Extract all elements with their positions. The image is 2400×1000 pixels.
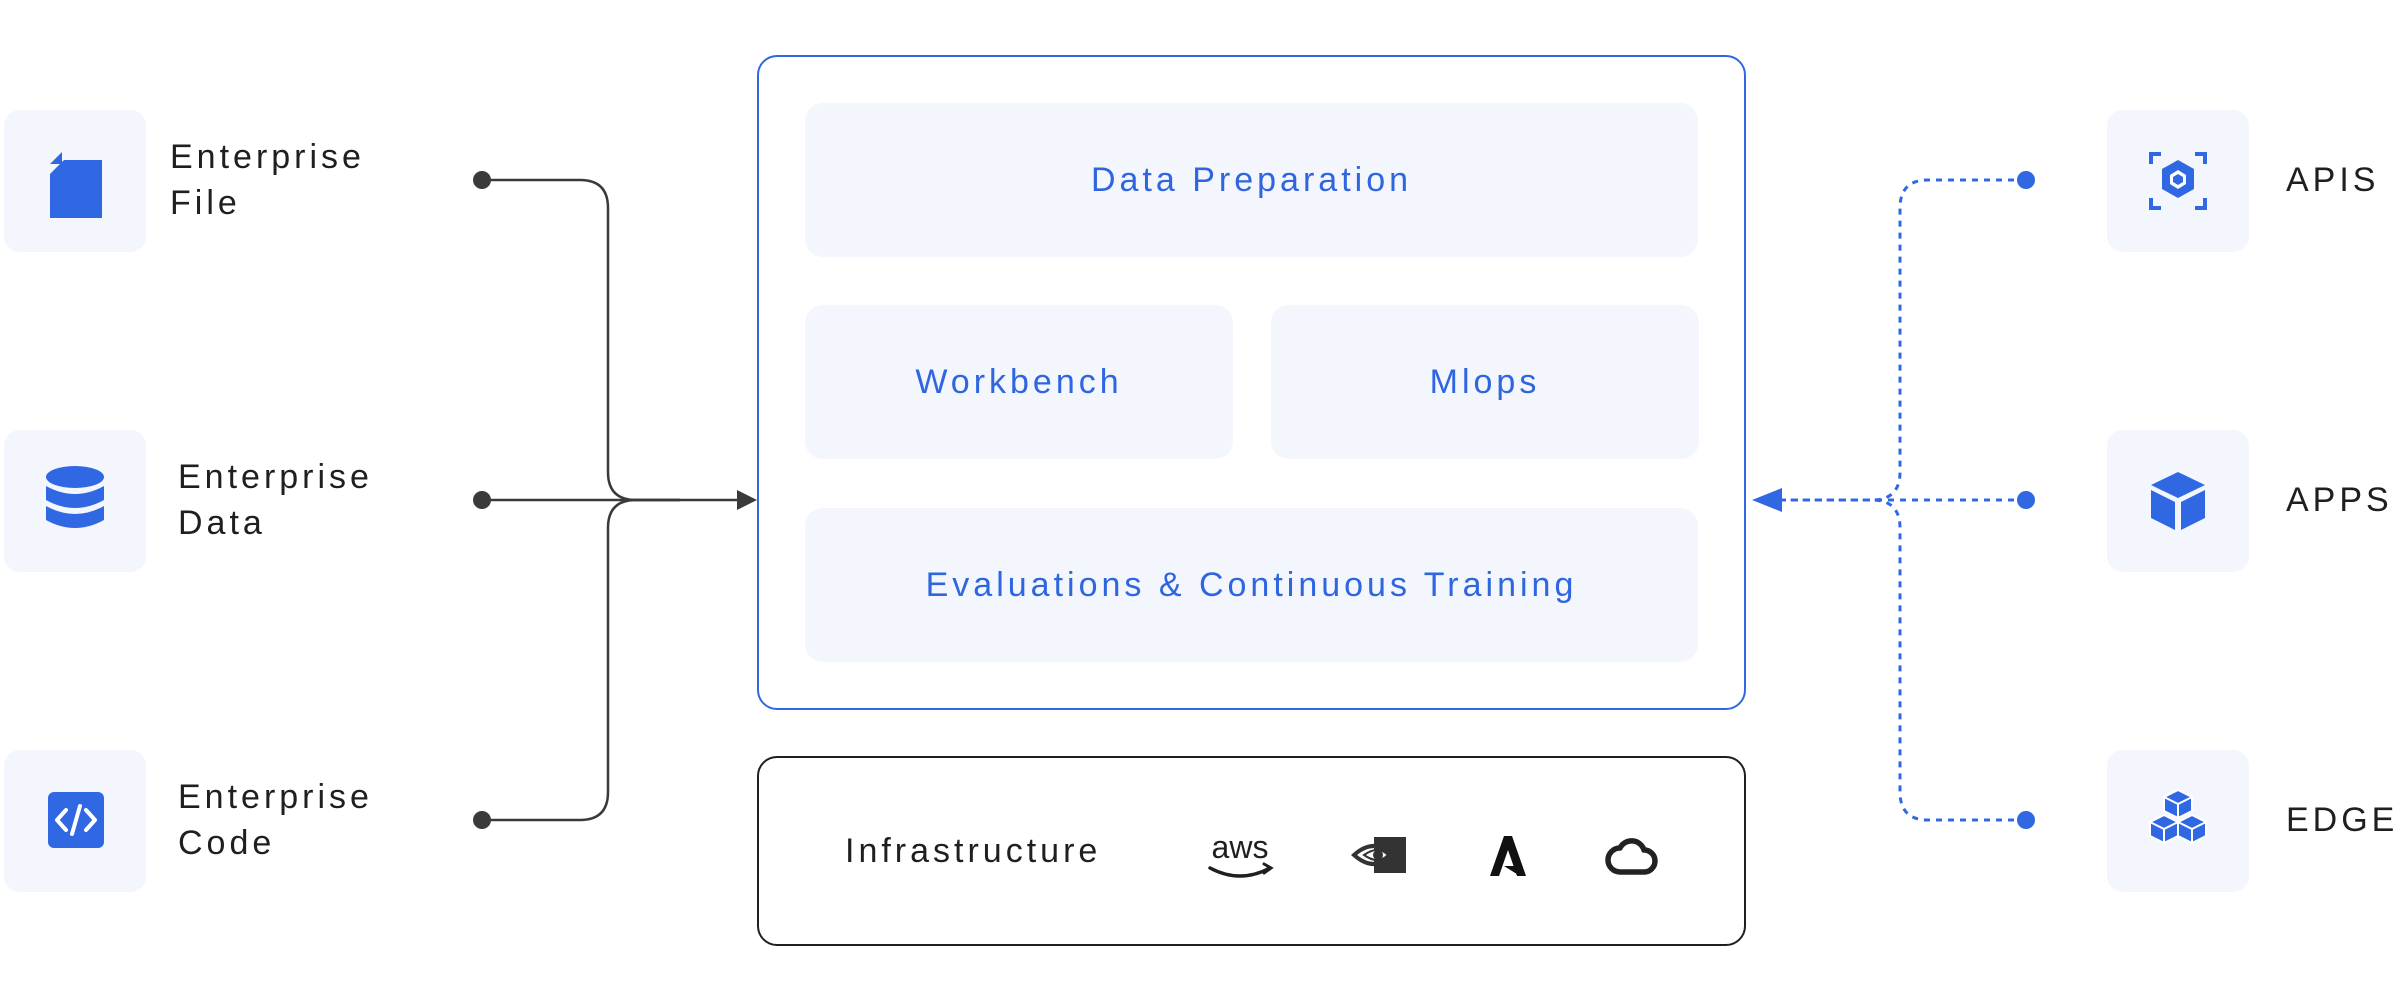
- output-connectors: [1780, 178, 2026, 822]
- connector-code: [482, 498, 680, 822]
- nvidia-logo-icon: [1351, 837, 1406, 873]
- data-preparation-label: Data Preparation: [1090, 160, 1413, 199]
- google-cloud-logo-icon: [1605, 838, 1658, 875]
- mlops-label: Mlops: [1429, 362, 1541, 401]
- apis-tile: [2107, 110, 2249, 252]
- connector-dot-edge: [2017, 811, 2035, 829]
- evaluations-label: Evaluations & Continuous Training: [925, 565, 1578, 604]
- infrastructure-panel: [757, 756, 1746, 946]
- connector-file: [482, 178, 680, 502]
- input-connectors: [482, 178, 738, 822]
- apps-tile: [2107, 430, 2249, 572]
- aws-logo-text: aws: [1212, 829, 1269, 865]
- connector-dot-file: [473, 171, 491, 189]
- box-icon: [2151, 472, 2205, 530]
- stacked-cubes-icon: [2149, 789, 2207, 844]
- output-label-apis: APIS: [2286, 161, 2380, 199]
- input-arrowhead: [737, 490, 757, 510]
- infrastructure-label: Infrastructure: [845, 832, 1102, 870]
- enterprise-data-tile: [4, 430, 146, 572]
- database-icon: [46, 466, 104, 528]
- output-label-apps: APPS: [2286, 481, 2393, 519]
- workbench-module: Workbench: [805, 305, 1233, 459]
- connector-dot-data: [473, 491, 491, 509]
- evaluations-module: Evaluations & Continuous Training: [805, 508, 1698, 662]
- code-icon: [48, 792, 104, 848]
- connector-edge: [1790, 498, 2026, 822]
- workbench-label: Workbench: [915, 362, 1123, 401]
- source-label-code: Enterprise Code: [178, 778, 373, 862]
- azure-logo-icon: [1490, 836, 1526, 876]
- aws-logo-icon: aws: [1208, 829, 1274, 878]
- data-preparation-module: Data Preparation: [805, 103, 1698, 257]
- enterprise-code-tile: [4, 750, 146, 892]
- source-label-data: Enterprise Data: [178, 458, 373, 542]
- output-arrowhead: [1752, 488, 1782, 512]
- file-icon: [50, 152, 102, 218]
- output-label-edge: EDGE: [2286, 801, 2399, 839]
- source-label-file: Enterprise File: [170, 138, 365, 222]
- connector-dot-apps: [2017, 491, 2035, 509]
- connector-apis: [1790, 178, 2026, 502]
- enterprise-file-tile: [4, 110, 146, 252]
- connector-dot-apis: [2017, 171, 2035, 189]
- connector-dot-code: [473, 811, 491, 829]
- mlops-module: Mlops: [1271, 305, 1699, 459]
- api-cube-icon: [2149, 152, 2207, 210]
- edge-tile: [2107, 750, 2249, 892]
